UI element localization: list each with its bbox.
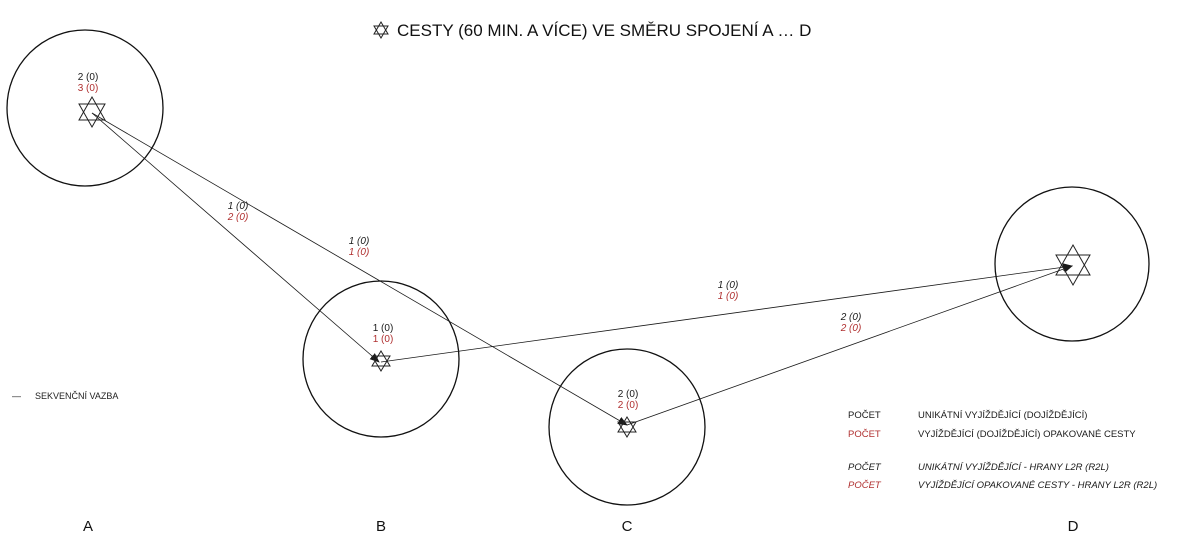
side-legend-label: SEKVENČNÍ VAZBA [35,391,118,401]
legend-row-2-text: VYJÍŽDĚJÍCÍ (DOJÍŽDĚJÍCÍ) OPAKOVANÉ CEST… [918,429,1136,440]
node-c-unique-count: 2 (0) [618,389,639,400]
column-label-c: C [622,518,633,535]
legend: POČET UNIKÁTNÍ VYJÍŽDĚJÍCÍ (DOJÍŽDĚJÍCÍ)… [848,410,1157,491]
column-label-b: B [376,518,386,535]
column-label-d: D [1068,518,1079,535]
legend-row-4-text: VYJÍŽDĚJÍCÍ OPAKOVANÉ CESTY - HRANY L2R … [918,480,1157,491]
edge-a-c [91,112,628,426]
side-legend-symbol: — [12,391,21,401]
legend-row-1-text: UNIKÁTNÍ VYJÍŽDĚJÍCÍ (DOJÍŽDĚJÍCÍ) [918,410,1087,421]
edge-b-d-unique-label: 1 (0) [718,280,739,291]
edge-c-d-unique-label: 2 (0) [840,312,862,323]
node-a-repeated-count: 3 (0) [78,83,99,94]
node-b-circle [302,280,460,438]
edge-a-b-repeated-label: 2 (0) [227,212,249,223]
edge-a-b-unique-label: 1 (0) [228,201,249,212]
legend-row-3-text: UNIKÁTNÍ VYJÍŽDĚJÍCÍ - HRANY L2R (R2L) [918,462,1109,473]
node-c-circle [548,348,706,506]
side-legend: — SEKVENČNÍ VAZBA [12,391,118,401]
edge-a-c-repeated-label: 1 (0) [349,247,370,258]
node-a-star-icon [78,95,106,129]
column-label-a: A [83,518,93,535]
edge-b-d [380,263,1073,363]
node-d-circle [994,186,1150,342]
edge-c-d [626,265,1073,426]
edge-b-d-repeated-label: 1 (0) [718,291,739,302]
edge-a-c-unique-label: 1 (0) [349,236,370,247]
node-c-star-icon [617,416,637,438]
node-b-unique-count: 1 (0) [373,323,394,334]
legend-row-2-key: POČET [848,429,881,440]
title-group: CESTY (60 MIN. A VÍCE) VE SMĚRU SPOJENÍ … [373,21,811,40]
legend-row-4-key: POČET [848,480,882,491]
node-a-circle [6,29,164,187]
edge-a-b [91,112,380,363]
star-of-david-icon [373,21,389,39]
node-b-star-icon [371,350,391,372]
legend-row-3-key: POČET [848,462,882,473]
edge-c-d-repeated-label: 2 (0) [840,323,862,334]
node-a-unique-count: 2 (0) [78,72,99,83]
node-b-repeated-count: 1 (0) [373,334,394,345]
page-title: CESTY (60 MIN. A VÍCE) VE SMĚRU SPOJENÍ … [397,21,811,40]
legend-row-1-key: POČET [848,410,881,421]
node-c-repeated-count: 2 (0) [618,400,639,411]
node-d-star-icon [1055,243,1091,287]
